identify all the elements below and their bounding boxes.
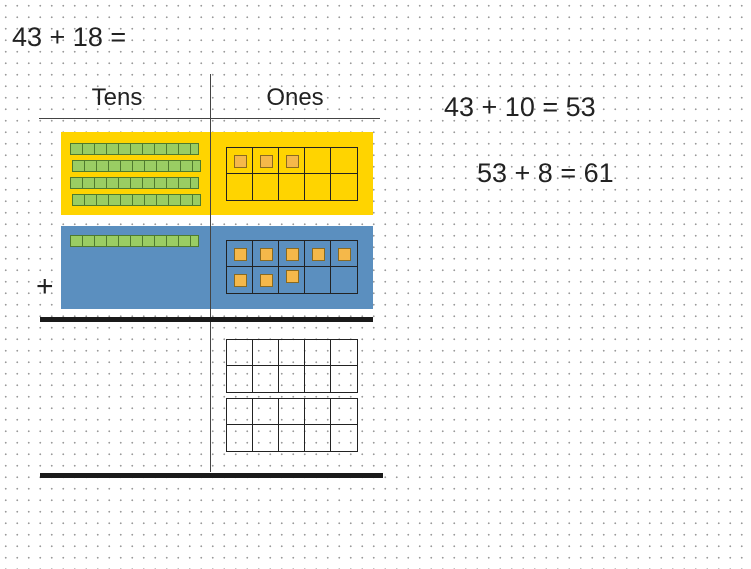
ten-rod	[70, 177, 199, 189]
ten-frame-answer-2	[226, 398, 358, 452]
one-cube	[260, 248, 273, 261]
ones-header: Ones	[266, 84, 324, 111]
ten-rod	[70, 143, 199, 155]
one-cube	[234, 155, 247, 168]
one-cube	[338, 248, 351, 261]
ten-frame-answer-1	[226, 339, 358, 393]
one-cube	[260, 155, 273, 168]
plus-sign: +	[36, 270, 54, 303]
bottom-line	[40, 473, 383, 478]
step-equation-1: 43 + 10 = 53	[444, 92, 596, 122]
ten-rod	[72, 194, 201, 206]
header-divider	[39, 118, 380, 119]
one-cube	[312, 248, 325, 261]
step-equation-2: 53 + 8 = 61	[477, 158, 614, 188]
one-cube	[234, 248, 247, 261]
ten-frame-second-addend	[226, 240, 358, 294]
one-cube	[286, 155, 299, 168]
one-cube	[286, 248, 299, 261]
one-cube	[286, 270, 299, 283]
column-divider	[210, 74, 211, 472]
one-cube	[234, 274, 247, 287]
ten-rod	[72, 160, 201, 172]
ten-rod	[70, 235, 199, 247]
sum-line	[40, 317, 373, 322]
one-cube	[260, 274, 273, 287]
tens-header: Tens	[91, 84, 143, 111]
ten-frame-first-addend	[226, 147, 358, 201]
problem-equation: 43 + 18 =	[12, 22, 127, 52]
